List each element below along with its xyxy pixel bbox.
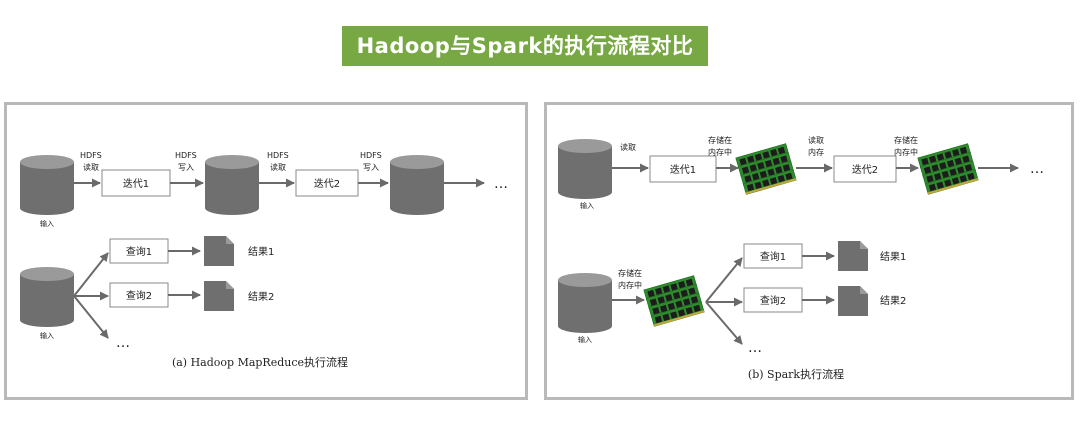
iteration-1-box — [101, 169, 171, 197]
store-in-memory-label: 存储在 — [618, 268, 642, 278]
input-label: 输入 — [40, 219, 54, 228]
hdfs-write-label: 写入 — [178, 163, 194, 172]
query-2-box — [743, 287, 803, 313]
ellipsis: … — [748, 340, 762, 356]
store-in-memory-label: 内存中 — [618, 280, 642, 290]
hdfs-read-label: HDFS — [267, 151, 289, 160]
iteration-2-box — [833, 155, 897, 183]
hdfs-read-label: HDFS — [80, 151, 102, 160]
memory-ram-icon — [918, 144, 978, 195]
iteration-2-label: 迭代2 — [314, 178, 340, 190]
ellipsis: … — [116, 335, 130, 351]
iteration-2-label: 迭代2 — [852, 164, 878, 176]
query-2-label: 查询2 — [760, 294, 786, 307]
store-in-memory-label: 存储在 — [708, 135, 732, 145]
page-title: Hadoop与Spark的执行流程对比 — [342, 26, 708, 66]
arrow — [705, 257, 743, 303]
iteration-1-label: 迭代1 — [670, 164, 696, 176]
ellipsis: … — [1030, 161, 1044, 177]
hadoop-caption: (a) Hadoop MapReduce执行流程 — [172, 355, 348, 369]
iteration-2-box — [295, 169, 359, 197]
ellipsis: … — [494, 176, 508, 192]
hdfs-database-icon — [20, 267, 74, 327]
read-memory-label: 读取 — [808, 135, 824, 145]
spark-caption: (b) Spark执行流程 — [748, 367, 844, 381]
input-label: 输入 — [40, 331, 54, 340]
hdfs-database-icon — [205, 155, 259, 215]
result-doc-icon — [204, 281, 234, 311]
arrow — [73, 295, 109, 339]
result-1-label: 结果1 — [880, 250, 906, 263]
store-in-memory-label: 存储在 — [894, 135, 918, 145]
read-label: 读取 — [620, 142, 636, 152]
hdfs-read-label: 读取 — [83, 162, 99, 172]
query-1-label: 查询1 — [760, 250, 786, 263]
query-2-box — [109, 282, 169, 308]
arrow — [705, 301, 743, 345]
hdfs-write-label: HDFS — [360, 151, 382, 160]
query-2-label: 查询2 — [126, 289, 152, 302]
hdfs-write-label: 写入 — [363, 163, 379, 172]
store-in-memory-label: 内存中 — [708, 147, 732, 157]
result-2-label: 结果2 — [248, 290, 274, 303]
hdfs-database-icon — [558, 273, 612, 333]
hadoop-panel — [4, 102, 528, 400]
memory-ram-icon — [736, 144, 796, 195]
arrow — [73, 252, 109, 297]
hdfs-database-icon — [558, 139, 612, 199]
query-1-box — [109, 238, 169, 264]
hdfs-write-label: HDFS — [175, 151, 197, 160]
result-2-label: 结果2 — [880, 294, 906, 307]
input-label: 输入 — [580, 201, 594, 210]
iteration-1-box — [649, 155, 717, 183]
result-doc-icon — [204, 236, 234, 266]
hdfs-database-icon — [390, 155, 444, 215]
input-label: 输入 — [578, 335, 592, 344]
result-1-label: 结果1 — [248, 245, 274, 258]
hdfs-read-label: 读取 — [270, 162, 286, 172]
store-in-memory-label: 内存中 — [894, 147, 918, 157]
result-doc-icon — [838, 286, 868, 316]
hdfs-database-icon — [20, 155, 74, 215]
spark-panel — [544, 102, 1074, 400]
result-doc-icon — [838, 241, 868, 271]
query-1-box — [743, 243, 803, 269]
read-memory-label: 内存 — [808, 147, 824, 157]
memory-ram-icon — [644, 276, 704, 327]
query-1-label: 查询1 — [126, 245, 152, 258]
iteration-1-label: 迭代1 — [123, 178, 149, 190]
